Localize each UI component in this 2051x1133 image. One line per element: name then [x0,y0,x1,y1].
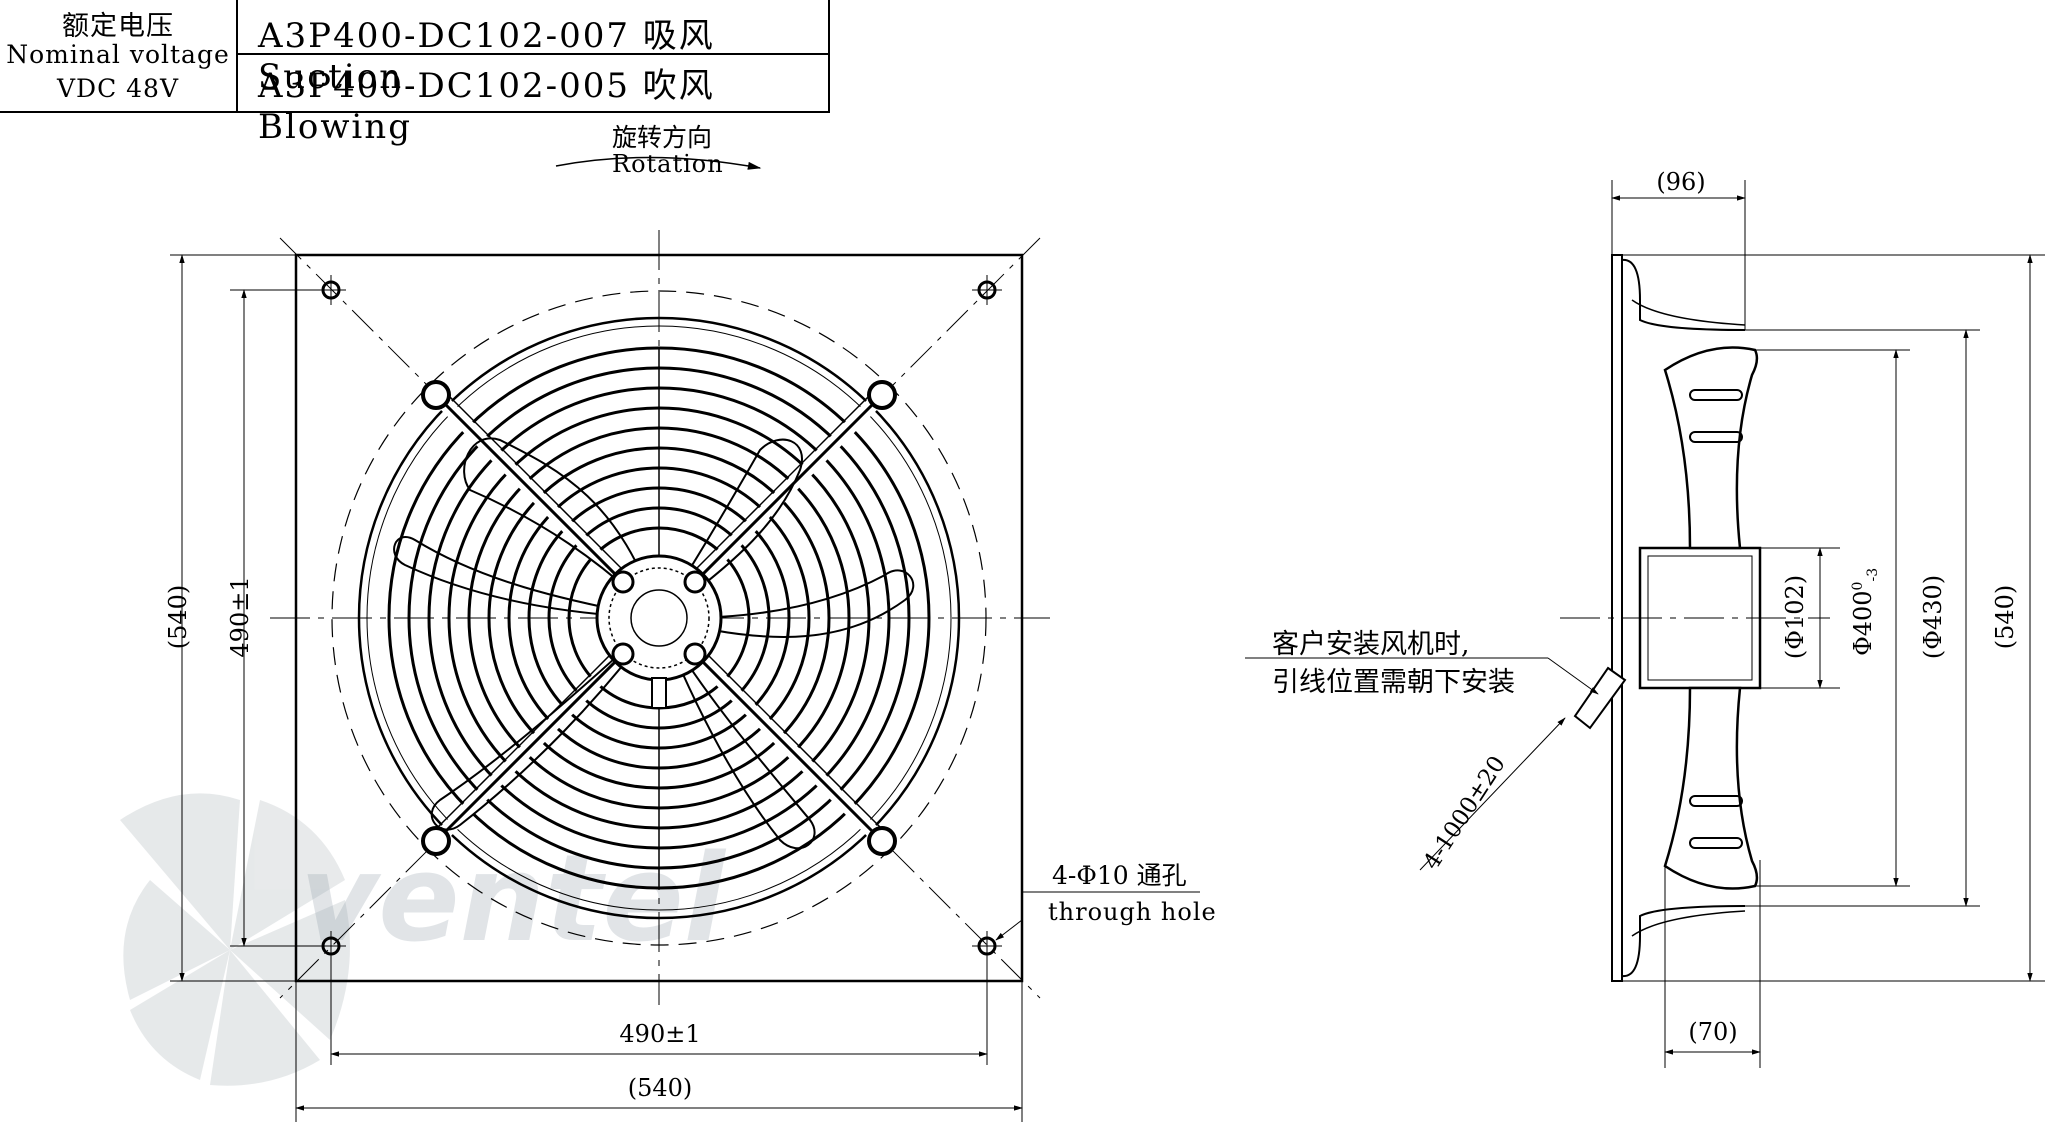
install-note-line1: 客户安装风机时, [1272,629,1470,660]
front-view [170,230,1200,1122]
hole-callout-cn: 4-Φ10 通孔 [1052,861,1187,890]
table-divider-horizontal [236,53,828,55]
voltage-value: VDC 48V [56,74,180,103]
dim-depth-bottom: (70) [1688,1018,1738,1046]
model-blowing: A3P400-DC102-005 吹风 Blowing [258,66,715,147]
dim-depth-top: (96) [1656,168,1706,196]
guard-foot-br [867,826,897,856]
install-note-line2: 引线位置需朝下安装 [1272,667,1515,698]
dim-overall-width: (540) [627,1074,693,1102]
table-divider-vertical [236,0,238,111]
spec-table: 额定电压 Nominal voltage VDC 48V A3P400-DC10… [0,0,830,147]
model-suction: A3P400-DC102-007 吸风 Suction [258,16,715,97]
dim-hub-diameter: (Φ102) [1781,574,1809,660]
dim-hole-spacing-horizontal: 490±1 [619,1020,701,1048]
voltage-label-en: Nominal voltage [6,40,230,69]
dim-overall-height: (540) [164,584,192,650]
voltage-label-cn: 额定电压 [62,11,174,42]
hole-callout-en: through hole [1048,898,1217,926]
rotation-arrow-icon [555,156,762,170]
dim-blade-diameter: Φ4000-3 [1849,567,1881,656]
watermark-text: ventel [300,830,727,969]
watermark-fan-logo [120,793,350,1086]
side-view [1245,180,2045,1068]
dim-side-overall: (540) [1991,584,2019,650]
dim-hole-spacing-vertical: 490±1 [226,576,254,658]
dim-ring-diameter: (Φ430) [1919,574,1947,660]
guard-foot-tl [421,380,451,410]
guard-foot-bl [421,826,451,856]
rotation-label-en: Rotation [612,150,724,178]
rotation-label-cn: 旋转方向 [612,123,713,152]
guard-foot-tr [867,380,897,410]
